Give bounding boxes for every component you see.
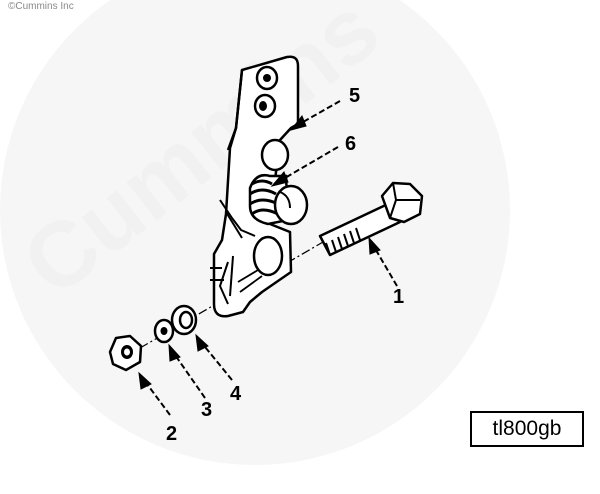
arrow-6 bbox=[270, 171, 289, 187]
arrow-3 bbox=[168, 343, 181, 362]
arrow-5 bbox=[289, 115, 307, 131]
arrow-4 bbox=[195, 333, 209, 352]
hex-nut bbox=[108, 334, 143, 372]
drawing-code-box: tl800gb bbox=[470, 411, 584, 447]
leader-4 bbox=[200, 341, 233, 381]
callout-3: 3 bbox=[201, 399, 212, 421]
callout-2: 2 bbox=[166, 423, 177, 445]
lock-washer bbox=[170, 304, 198, 336]
callout-1: 1 bbox=[393, 286, 404, 308]
arrow-2 bbox=[138, 371, 152, 390]
flat-washer bbox=[153, 318, 175, 344]
callout-6: 6 bbox=[345, 133, 356, 155]
leader-3 bbox=[172, 351, 206, 399]
spring-roller bbox=[248, 138, 309, 226]
callout-5: 5 bbox=[349, 85, 360, 107]
leader-1 bbox=[372, 244, 398, 287]
leader-6 bbox=[277, 146, 339, 183]
leader-lines bbox=[138, 100, 398, 416]
arrow-1 bbox=[368, 236, 381, 255]
callout-4: 4 bbox=[230, 383, 242, 405]
capscrew bbox=[318, 181, 424, 257]
drawing-code: tl800gb bbox=[492, 417, 562, 440]
copyright-text: ©Cummins Inc bbox=[8, 1, 74, 12]
